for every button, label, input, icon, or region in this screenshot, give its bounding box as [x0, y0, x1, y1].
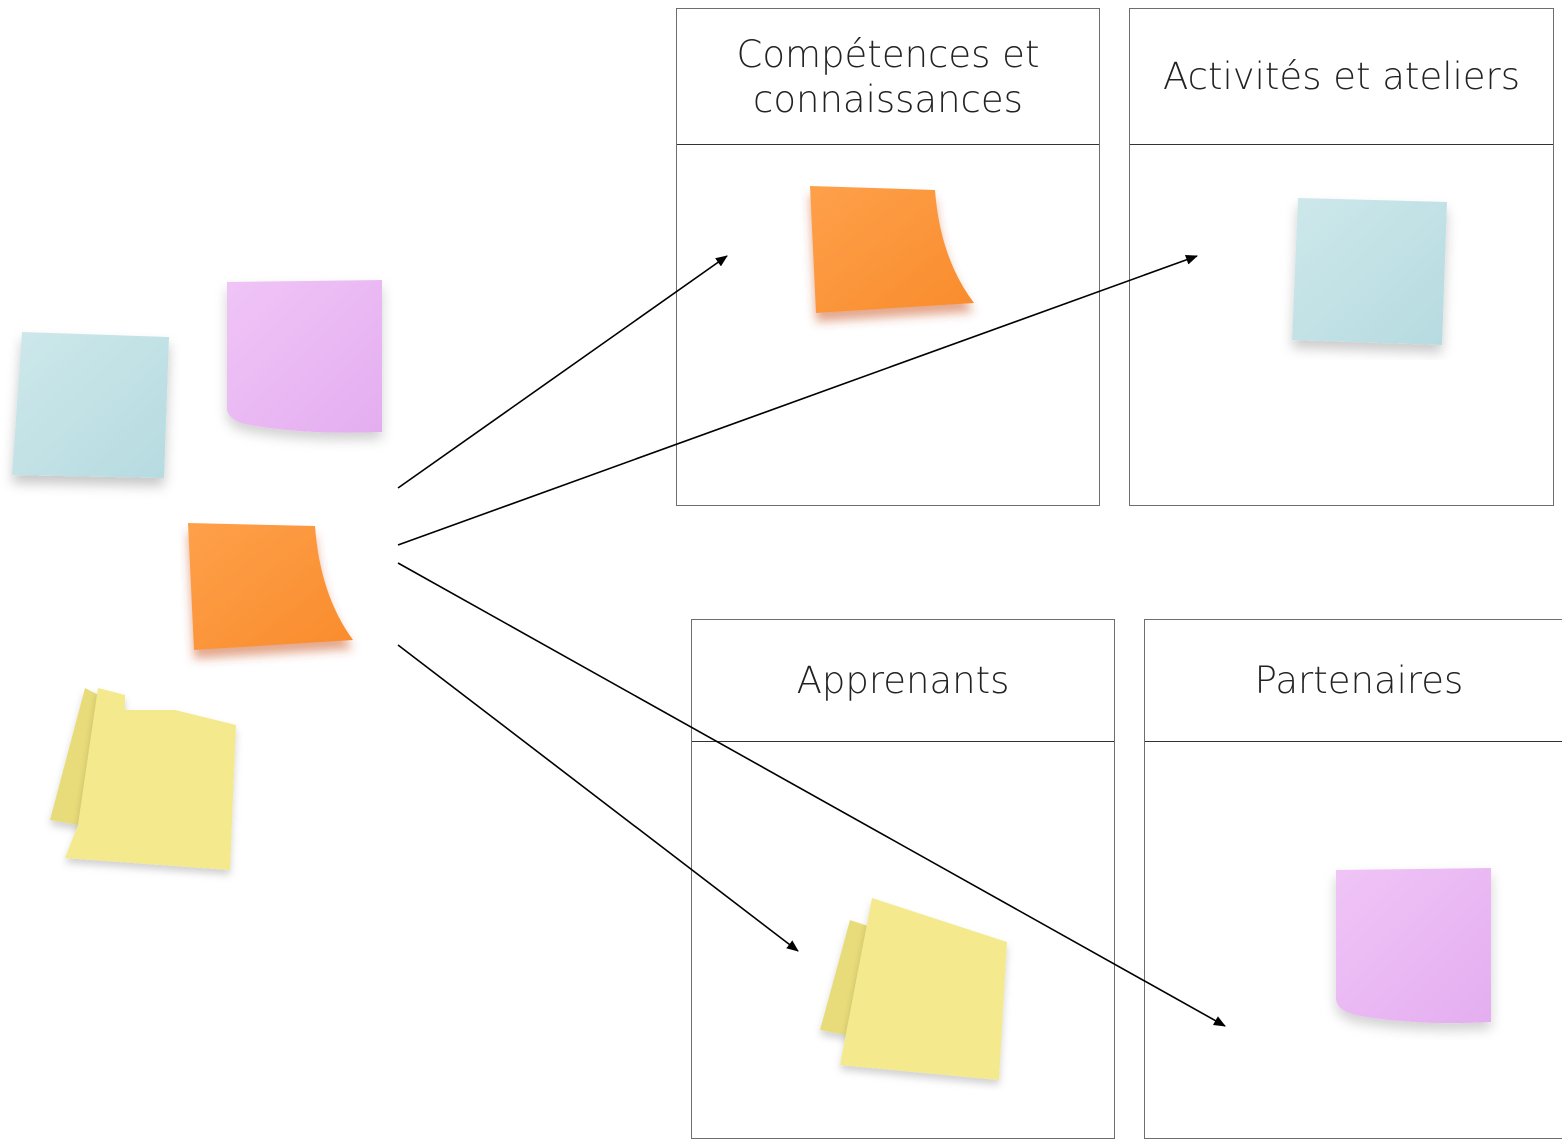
source-sticky-note-yellow[interactable] [40, 680, 250, 885]
board-header: Compétences et connaissances [677, 9, 1099, 145]
board-sticky-note-pink[interactable] [1318, 860, 1503, 1040]
source-sticky-note-orange[interactable] [180, 515, 365, 680]
board-header: Apprenants [692, 620, 1114, 742]
arrow-to-partenaires [397, 562, 1226, 1027]
arrows-layer [397, 255, 1226, 1027]
arrow-to-activites [397, 255, 1198, 546]
board-header: Partenaires [1145, 620, 1562, 742]
board-sticky-note-orange[interactable] [800, 178, 985, 343]
source-sticky-note-pink[interactable] [205, 270, 395, 455]
board-title-activites: Activités et ateliers [1162, 55, 1521, 98]
arrow-to-competences [397, 255, 728, 489]
board-title-apprenants: Apprenants [796, 659, 1010, 702]
board-competences: Compétences et connaissances [676, 8, 1100, 506]
board-sticky-note-yellow[interactable] [812, 890, 1017, 1090]
board-activites: Activités et ateliers [1129, 8, 1554, 506]
source-sticky-note-teal[interactable] [0, 320, 180, 500]
board-sticky-note-teal[interactable] [1280, 190, 1460, 360]
board-header: Activités et ateliers [1130, 9, 1553, 145]
arrow-to-apprenants [397, 644, 799, 952]
board-title-partenaires: Partenaires [1254, 659, 1464, 702]
board-title-competences: Compétences et connaissances [736, 32, 1040, 121]
